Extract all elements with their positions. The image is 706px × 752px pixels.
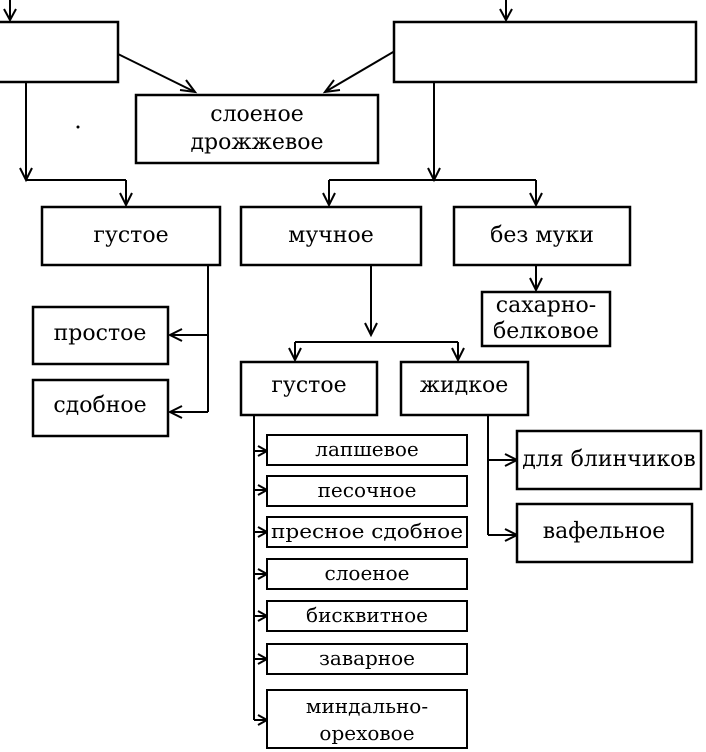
zavarnoe-frame <box>266 643 468 675</box>
zhidkoe-frame <box>399 360 530 417</box>
vafelnoe-label: вафельное <box>543 519 666 544</box>
bez-muki-label: без муки <box>490 223 594 248</box>
saharno-belkovoe-box: сахарно- белковое <box>480 290 612 348</box>
zhidkoe-label: жидкое <box>420 373 508 398</box>
saharno-belkovoe-line-1: сахарно- <box>496 293 596 318</box>
top-right-box <box>392 20 698 84</box>
sloenoe-label: слоеное <box>325 561 410 585</box>
boxes: слоеное дрожжевое густое мучное без муки… <box>0 20 703 749</box>
prostoe-box: простое <box>31 305 170 366</box>
zavarnoe-label: заварное <box>319 646 415 670</box>
prostoe-label: простое <box>54 321 147 346</box>
prostoe-frame <box>31 305 170 366</box>
biskvitnoe-label: бисквитное <box>306 603 428 627</box>
bez-muki-frame <box>452 205 632 267</box>
sloenoe-drozhzhevoe-line-1: слоеное <box>210 102 304 127</box>
arrow-right-to-sloenoe <box>324 47 401 93</box>
arrow-left-to-sloenoe <box>117 53 196 93</box>
bez-muki-box: без муки <box>452 205 632 267</box>
top-left-arrowhead <box>3 8 17 23</box>
zhidkoe-box: жидкое <box>399 360 530 417</box>
to-saharno-arrowhead <box>529 277 543 293</box>
sdobnoe-box: сдобное <box>31 378 170 438</box>
arrowhead-right-to-sloenoe <box>322 79 341 94</box>
sdobnoe-frame <box>31 378 170 438</box>
saharno-belkovoe-frame <box>480 290 612 348</box>
saharno-belkovoe-line-2: белковое <box>493 319 599 344</box>
lapshevoe-label: лапшевое <box>315 437 419 461</box>
biskvitnoe-box: бисквитное <box>266 600 468 632</box>
presnoe-sdobnoe-box: пресное сдобное <box>266 516 468 548</box>
connectors <box>3 0 543 726</box>
presnoe-sdobnoe-label: пресное сдобное <box>271 519 463 543</box>
vafelnoe-frame <box>515 502 694 564</box>
to-muchnoe-arrowhead <box>322 192 336 208</box>
vafelnoe-box: вафельное <box>515 502 694 564</box>
pesochnoe-frame <box>266 475 468 507</box>
lapshevoe-box: лапшевое <box>266 434 468 466</box>
print-speck <box>76 125 80 129</box>
muchnoe-label: мучное <box>288 223 374 248</box>
dlya-blinchikov-label: для блинчиков <box>522 447 696 472</box>
sloenoe-drozhzhevoe-frame <box>134 93 380 165</box>
gustoe-mid-label: густое <box>271 373 346 398</box>
to-gustoe-left-arrowhead <box>119 192 133 208</box>
to-sdobnoe-arrowhead <box>167 405 183 419</box>
gustoe-mid-frame <box>239 360 379 417</box>
gustoe-left-box: густое <box>40 205 222 267</box>
arrowhead-left-to-sloenoe <box>179 79 198 94</box>
sdobnoe-label: сдобное <box>53 393 146 418</box>
muchnoe-frame <box>239 205 423 267</box>
dlya-blinchikov-box: для блинчиков <box>515 429 703 491</box>
top-right-arrowhead <box>499 8 513 23</box>
pesochnoe-box: песочное <box>266 475 468 507</box>
muchnoe-drop-arrowhead <box>364 322 378 338</box>
lapshevoe-frame <box>266 434 468 466</box>
pesochnoe-label: песочное <box>318 478 417 502</box>
presnoe-sdobnoe-frame <box>266 516 468 548</box>
sloenoe-frame <box>266 558 468 590</box>
mindalno-orehovoe-box: миндально- ореховое <box>266 689 468 749</box>
zavarnoe-box: заварное <box>266 643 468 675</box>
dlya-blinchikov-frame <box>515 429 703 491</box>
sloenoe-drozhzhevoe-line-2: дрожжевое <box>190 130 323 155</box>
to-zhidkoe-arrowhead <box>451 347 465 363</box>
to-gustoe-mid-arrowhead <box>288 347 302 363</box>
sloenoe-box: слоеное <box>266 558 468 590</box>
gustoe-left-frame <box>40 205 222 267</box>
gustoe-mid-box: густое <box>239 360 379 417</box>
mindalno-orehovoe-frame <box>266 689 468 749</box>
muchnoe-box: мучное <box>239 205 423 267</box>
mindalno-orehovoe-line-2: ореховое <box>319 721 414 745</box>
biskvitnoe-frame <box>266 600 468 632</box>
gustoe-left-label: густое <box>93 223 168 248</box>
mindalno-orehovoe-line-1: миндально- <box>306 694 428 718</box>
to-bez-muki-arrowhead <box>529 192 543 208</box>
sloenoe-drozhzhevoe-box: слоеное дрожжевое <box>134 93 380 165</box>
to-prostoe-arrowhead <box>167 328 183 342</box>
top-left-box <box>0 20 120 84</box>
